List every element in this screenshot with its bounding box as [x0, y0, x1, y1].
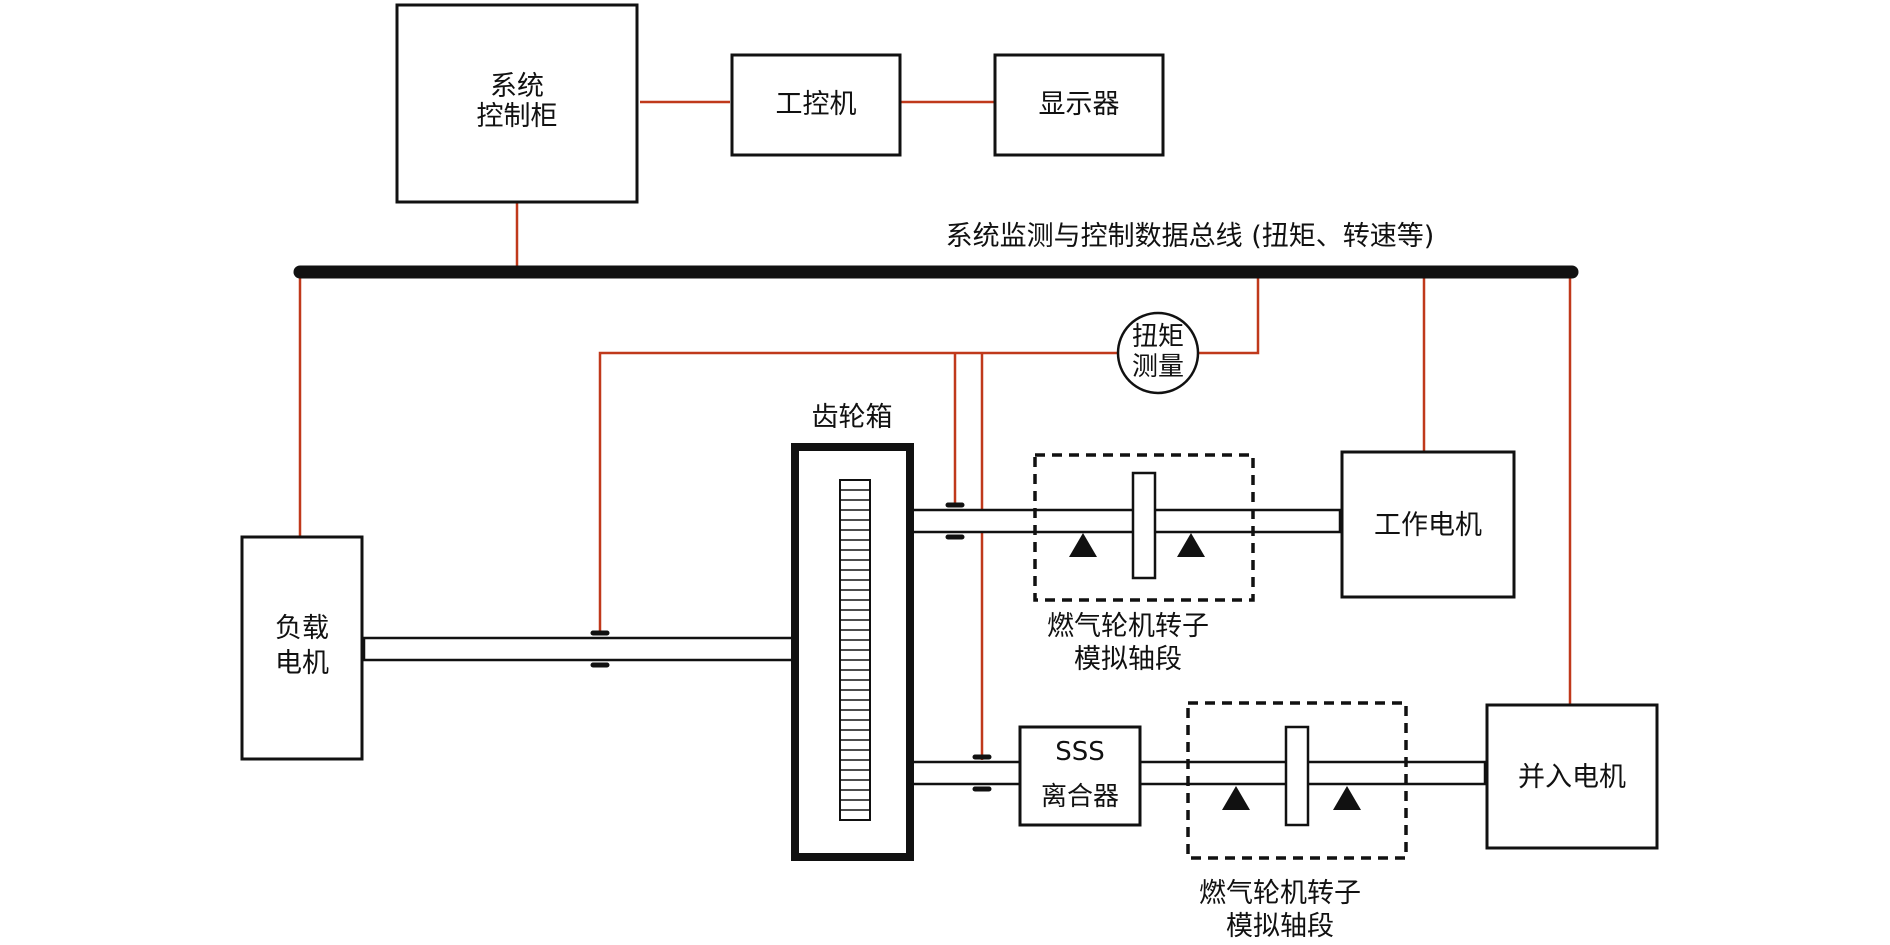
load-shaft [362, 636, 841, 662]
ipc-box [730, 53, 902, 157]
sss-clutch-box [1018, 725, 1142, 827]
bearing-lower-right [1333, 786, 1361, 810]
signal-wires [298, 100, 1572, 760]
rotor-segment-lower-label-2: 模拟轴段 [1226, 911, 1334, 942]
torque-measure-label-1: 扭矩 [1132, 322, 1184, 352]
sss-clutch-label-2: 离合器 [1041, 782, 1119, 812]
display-box [993, 53, 1165, 157]
work-motor-box [1340, 450, 1516, 599]
wire-torque-hub-left [598, 351, 1118, 633]
rotor-segment-lower-frame [1186, 701, 1408, 860]
grid-motor-label: 并入电机 [1518, 762, 1626, 793]
gear-teeth-lines [840, 489, 870, 811]
load-motor-label-2: 电机 [275, 648, 329, 679]
rotor-segment-upper-frame [1033, 453, 1255, 602]
bearing-upper-left [1069, 533, 1097, 557]
work-motor-label: 工作电机 [1374, 510, 1482, 541]
torque-measure-circle [1116, 311, 1200, 395]
data-bus-label: 系统监测与控制数据总线 (扭矩、转速等) [946, 221, 1435, 252]
system-cabinet-label-2: 控制柜 [477, 101, 558, 132]
torque-sensor-marks [590, 502, 992, 792]
system-cabinet-box [395, 3, 639, 204]
disc-upper [1131, 471, 1157, 580]
display-label: 显示器 [1039, 89, 1120, 120]
load-motor-box [240, 535, 364, 761]
bearing-lower-left [1222, 786, 1250, 810]
system-cabinet-label-1: 系统 [490, 71, 544, 102]
grid-motor-box [1485, 703, 1659, 850]
gearbox-label: 齿轮箱 [812, 402, 893, 433]
bearing-upper-right [1177, 533, 1205, 557]
ipc-label: 工控机 [776, 89, 857, 120]
wire-bus-torque [1198, 272, 1260, 355]
sss-clutch-label-1: SSS [1055, 737, 1105, 767]
load-motor-label-1: 负载 [275, 613, 329, 644]
rotor-segment-lower-label-1: 燃气轮机转子 [1199, 878, 1361, 909]
torque-measure-label-2: 测量 [1132, 352, 1184, 382]
rotor-segment-upper-label-1: 燃气轮机转子 [1047, 611, 1209, 642]
disc-lower [1284, 725, 1310, 827]
upper-shaft [868, 508, 1342, 534]
rotor-segment-upper-label-2: 模拟轴段 [1074, 644, 1182, 675]
lower-shaft-right [1138, 760, 1487, 786]
